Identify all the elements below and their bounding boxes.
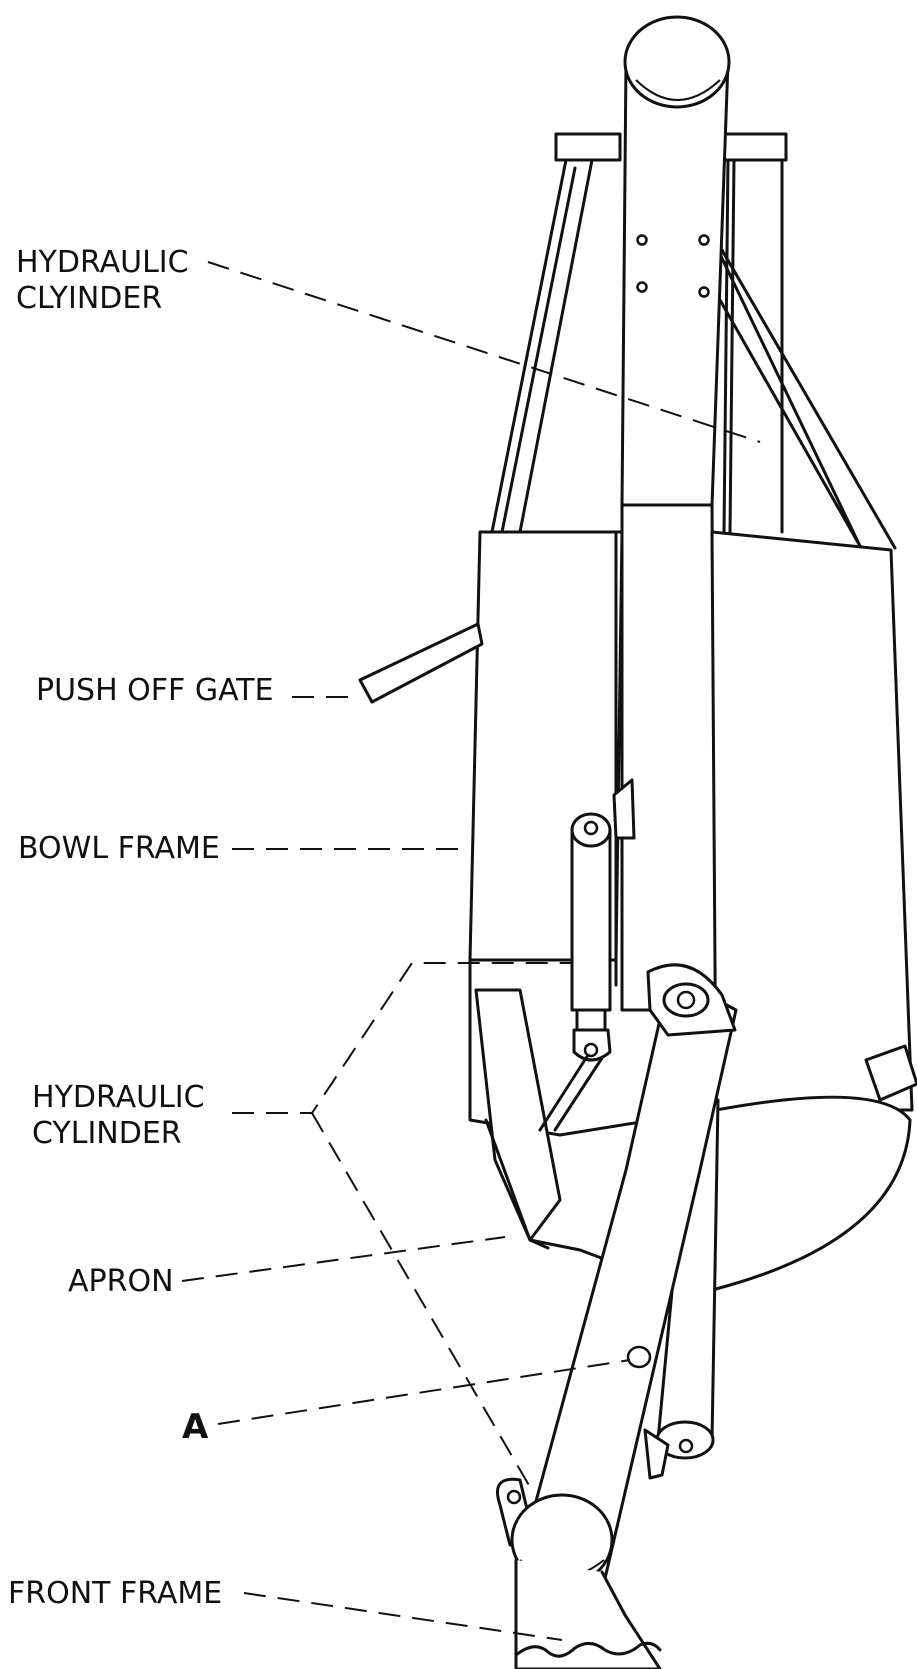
label-push-off-gate: PUSH OFF GATE bbox=[36, 673, 274, 708]
bowl-frame bbox=[358, 503, 914, 1112]
front-frame-arm bbox=[496, 963, 738, 1669]
label-hydraulic-clyinder-line2: CLYINDER bbox=[16, 281, 162, 316]
label-apron: APRON bbox=[68, 1264, 174, 1299]
upper-frame bbox=[490, 15, 897, 550]
label-front-frame: FRONT FRAME bbox=[8, 1576, 222, 1611]
pin-a-icon bbox=[626, 1345, 652, 1369]
bolt-hole-icon bbox=[636, 281, 648, 293]
label-hydraulic-cylinder-line2: CYLINDER bbox=[32, 1116, 182, 1151]
leader-hydraulic-cylinder-lower bbox=[311, 1112, 531, 1488]
bolt-hole-icon bbox=[636, 234, 648, 246]
leader-front-frame bbox=[243, 1592, 563, 1641]
bolt-hole-icon bbox=[698, 286, 710, 298]
label-bowl-frame: BOWL FRAME bbox=[18, 831, 220, 866]
leader-hydraulic-cylinder-upper bbox=[232, 962, 572, 1114]
leader-hydraulic-clyinder bbox=[207, 261, 761, 443]
leader-point-a bbox=[217, 1359, 631, 1425]
bolt-hole-icon bbox=[698, 234, 710, 246]
leader-lines bbox=[181, 261, 761, 1641]
labels: HYDRAULIC CLYINDER PUSH OFF GATE BOWL FR… bbox=[8, 245, 274, 1611]
leader-apron bbox=[181, 1236, 506, 1282]
label-hydraulic-cylinder-line1: HYDRAULIC bbox=[32, 1080, 205, 1115]
label-hydraulic-clyinder-line1: HYDRAULIC bbox=[16, 245, 189, 280]
apron-cylinder bbox=[538, 812, 612, 1132]
label-point-a: A bbox=[182, 1407, 209, 1447]
